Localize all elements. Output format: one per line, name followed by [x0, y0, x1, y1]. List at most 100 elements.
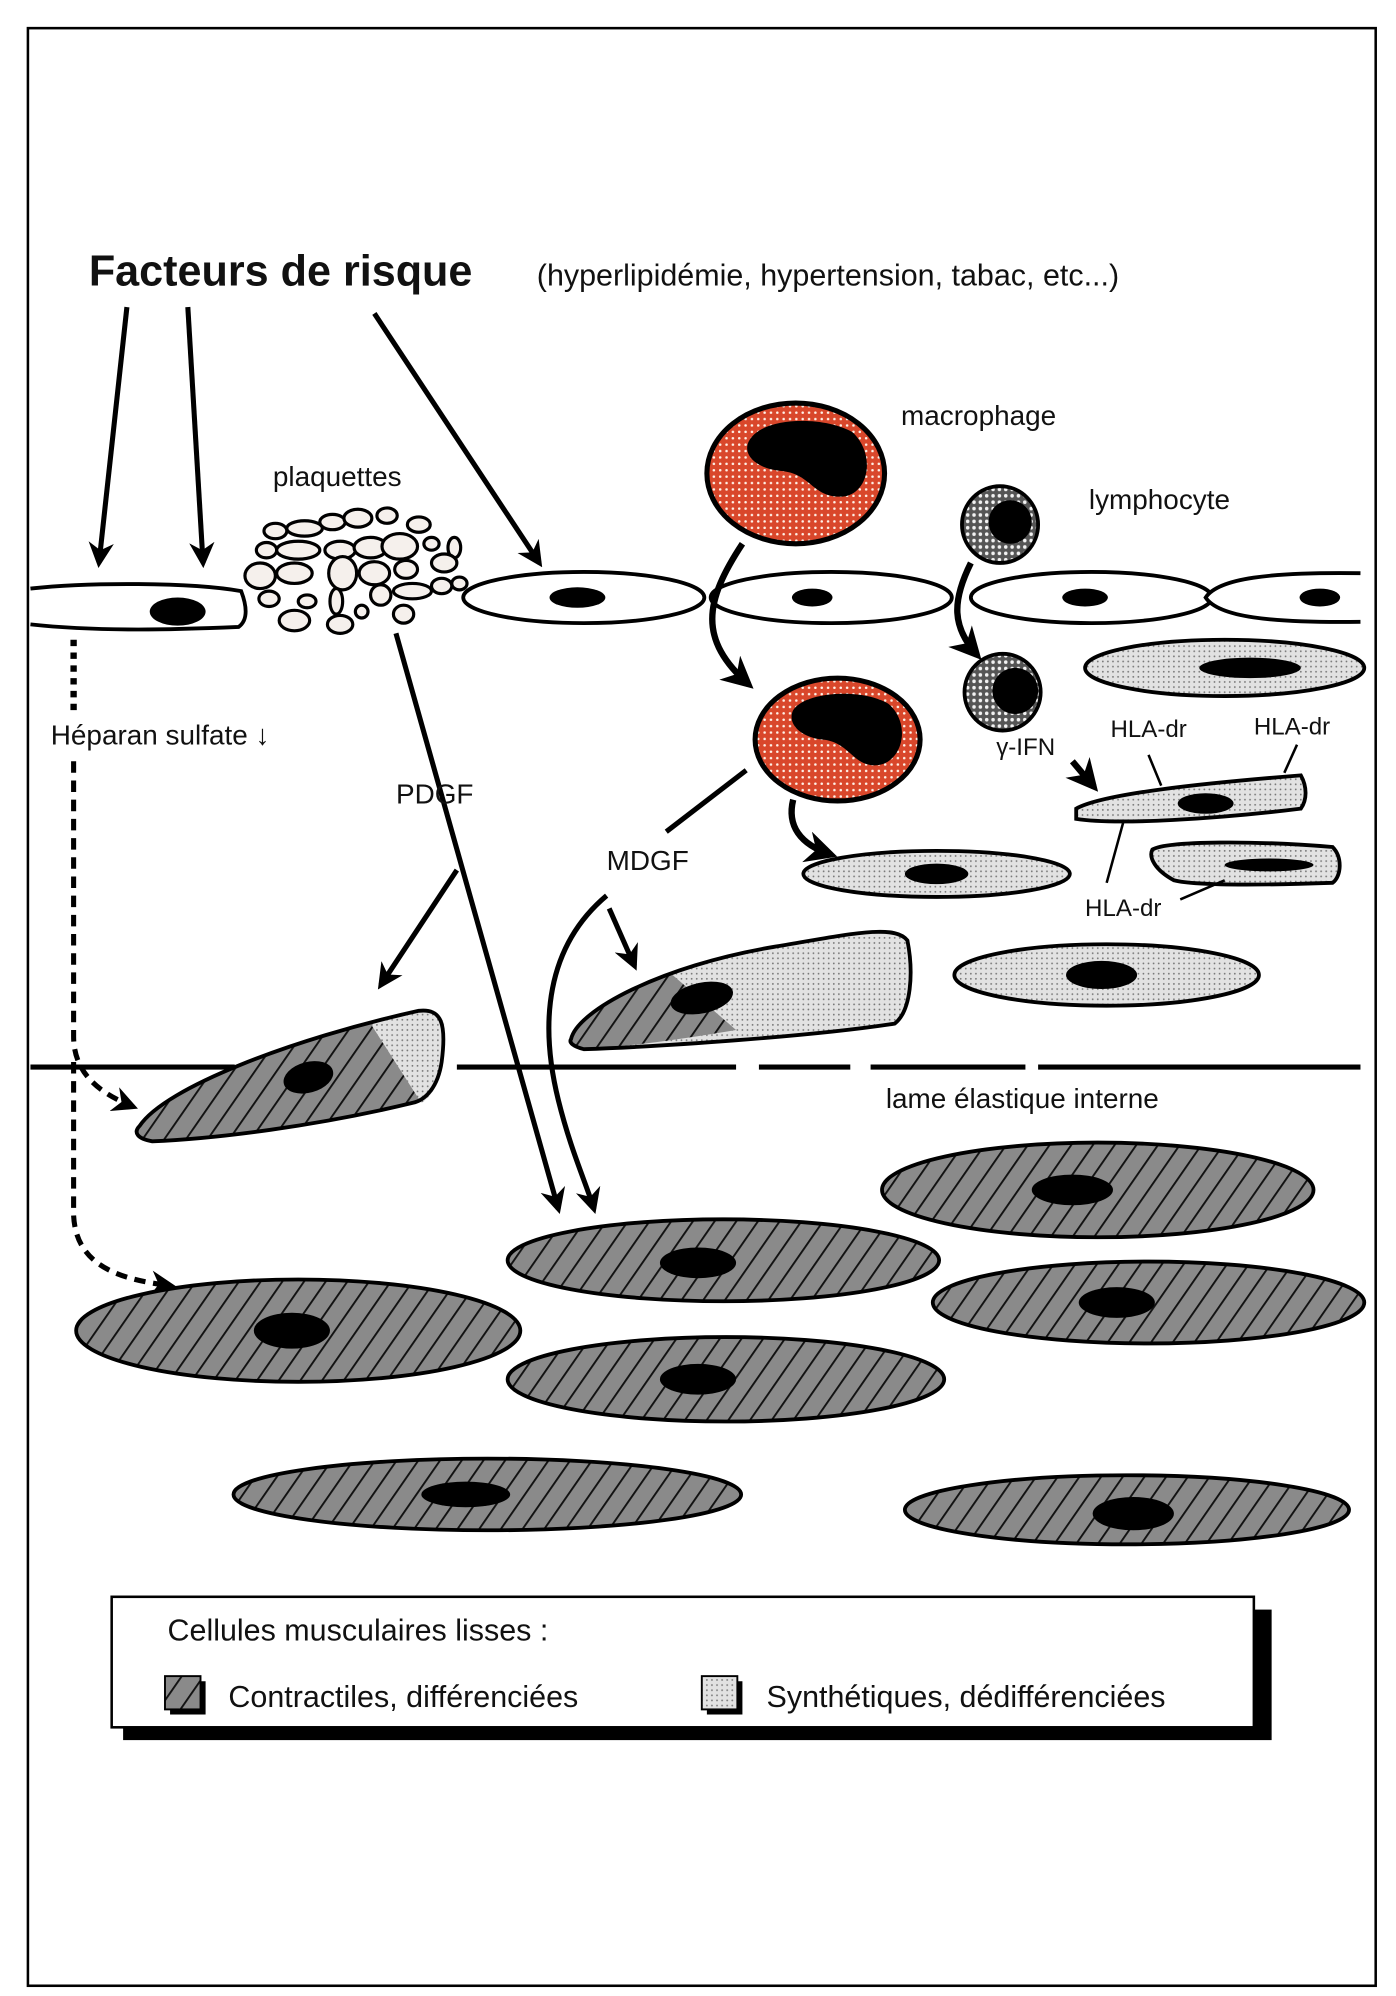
- nucleus: [283, 1061, 334, 1094]
- platelet: [450, 575, 469, 592]
- platelet: [353, 603, 370, 620]
- heparan-dotted-line-2: [71, 761, 138, 1112]
- risk-arrow-2: [185, 306, 215, 569]
- lymphocyte-circulating: [960, 484, 1041, 565]
- legend-label-synthetic: Synthétiques, dédifférenciées: [767, 1680, 1166, 1714]
- label-gamma-ifn: γ-IFN: [996, 734, 1055, 761]
- nucleus: [791, 588, 833, 607]
- label-hla-dr-1: HLA-dr: [1110, 716, 1186, 743]
- nucleus: [659, 1363, 737, 1395]
- macrophage-to-cell-arrow: [788, 798, 838, 863]
- nucleus: [549, 587, 606, 608]
- nucleus: [670, 981, 734, 1015]
- macrophage-circulating: [704, 400, 888, 547]
- legend: Cellules musculaires lisses : Contractil…: [110, 1595, 1272, 1741]
- label-heparan-sulfate: Héparan sulfate ↓: [51, 720, 270, 751]
- page-frame: [26, 26, 1377, 1988]
- macrophage-migration-arrow: [709, 542, 754, 689]
- nucleus: [1199, 657, 1301, 679]
- mixed-cell-lower: [134, 1008, 446, 1144]
- platelet: [275, 539, 322, 561]
- nucleus: [421, 1481, 511, 1508]
- risk-arrow-1: [88, 306, 130, 569]
- platelet: [391, 603, 416, 625]
- platelet: [429, 552, 459, 574]
- nucleus: [1031, 1174, 1113, 1206]
- lymphocyte-migration-arrow: [948, 561, 982, 660]
- hla-leader-2: [1283, 744, 1299, 774]
- platelet: [391, 581, 434, 601]
- platelet: [277, 608, 312, 633]
- synthetic-swatch: [700, 1675, 739, 1711]
- platelet-cluster: [243, 506, 469, 635]
- mixed-cell-upper: [568, 929, 913, 1052]
- hla-leader-3: [1105, 822, 1125, 884]
- platelet: [405, 515, 432, 534]
- platelet: [285, 519, 324, 538]
- mdgf-arrow-long: [546, 893, 609, 1215]
- platelet: [296, 593, 318, 610]
- platelet: [275, 561, 314, 586]
- hla-leader-1: [1147, 754, 1163, 787]
- contractile-swatch: [164, 1675, 202, 1711]
- macrophage-intimal: [752, 675, 923, 804]
- nucleus: [659, 1247, 737, 1279]
- media-cells: [74, 1140, 1367, 1547]
- lymphocyte-intimal: [962, 651, 1043, 733]
- legend-heading: Cellules musculaires lisses :: [168, 1613, 549, 1647]
- platelet: [254, 540, 279, 560]
- macrophage-nucleus: [791, 693, 902, 766]
- nucleus: [904, 863, 969, 885]
- nucleus: [149, 597, 206, 626]
- platelet: [429, 576, 454, 596]
- risk-arrow-3: [372, 312, 543, 568]
- title-sub: (hyperlipidémie, hypertension, tabac, et…: [537, 258, 1119, 292]
- label-plaquettes: plaquettes: [273, 461, 402, 492]
- label-lame-elastique: lame élastique interne: [886, 1083, 1159, 1114]
- platelet: [328, 586, 345, 616]
- label-lymphocyte: lymphocyte: [1089, 484, 1230, 515]
- nucleus: [1092, 1497, 1174, 1531]
- mdgf-line-top: [664, 768, 748, 834]
- label-mdgf: MDGF: [607, 845, 689, 876]
- platelet: [243, 561, 277, 591]
- platelet: [380, 531, 420, 561]
- nucleus: [1177, 793, 1234, 814]
- platelet: [318, 512, 347, 532]
- nucleus: [1224, 858, 1314, 872]
- mdgf-branch-arrow: [606, 907, 638, 971]
- nucleus: [1078, 1287, 1155, 1318]
- legend-item-contractile: Contractiles, différenciées: [164, 1675, 578, 1715]
- title-main: Facteurs de risque: [89, 247, 473, 295]
- gamma-ifn-arrow: [1065, 757, 1099, 792]
- platelet: [327, 554, 359, 592]
- legend-item-synthetic: Synthétiques, dédifférenciées: [700, 1675, 1166, 1715]
- heparan-dotted-line-3: [71, 1061, 177, 1297]
- endothelial-cell: [1203, 571, 1361, 624]
- pdgf-arrow: [393, 632, 566, 1215]
- nucleus: [1299, 588, 1341, 607]
- label-hla-dr-3: HLA-dr: [1085, 895, 1161, 922]
- platelet: [422, 535, 441, 552]
- platelet: [257, 589, 281, 609]
- hla-leader-4: [1179, 879, 1226, 901]
- nucleus: [1066, 960, 1138, 990]
- nucleus: [1062, 588, 1108, 607]
- nucleus: [253, 1312, 330, 1349]
- legend-label-contractile: Contractiles, différenciées: [228, 1680, 578, 1714]
- pdgf-branch-arrow: [377, 868, 459, 990]
- platelet: [262, 521, 289, 541]
- platelet: [342, 507, 374, 529]
- label-hla-dr-2: HLA-dr: [1254, 713, 1330, 740]
- endothelial-cell-damaged: [30, 582, 248, 632]
- platelet: [357, 560, 392, 587]
- platelet: [325, 613, 355, 635]
- label-macrophage: macrophage: [901, 400, 1056, 431]
- platelet: [375, 506, 399, 525]
- platelet: [393, 558, 420, 580]
- label-pdgf: PDGF: [396, 778, 474, 809]
- platelet: [368, 583, 393, 607]
- legend-box: [110, 1595, 1256, 1729]
- macrophage-nucleus: [747, 420, 867, 497]
